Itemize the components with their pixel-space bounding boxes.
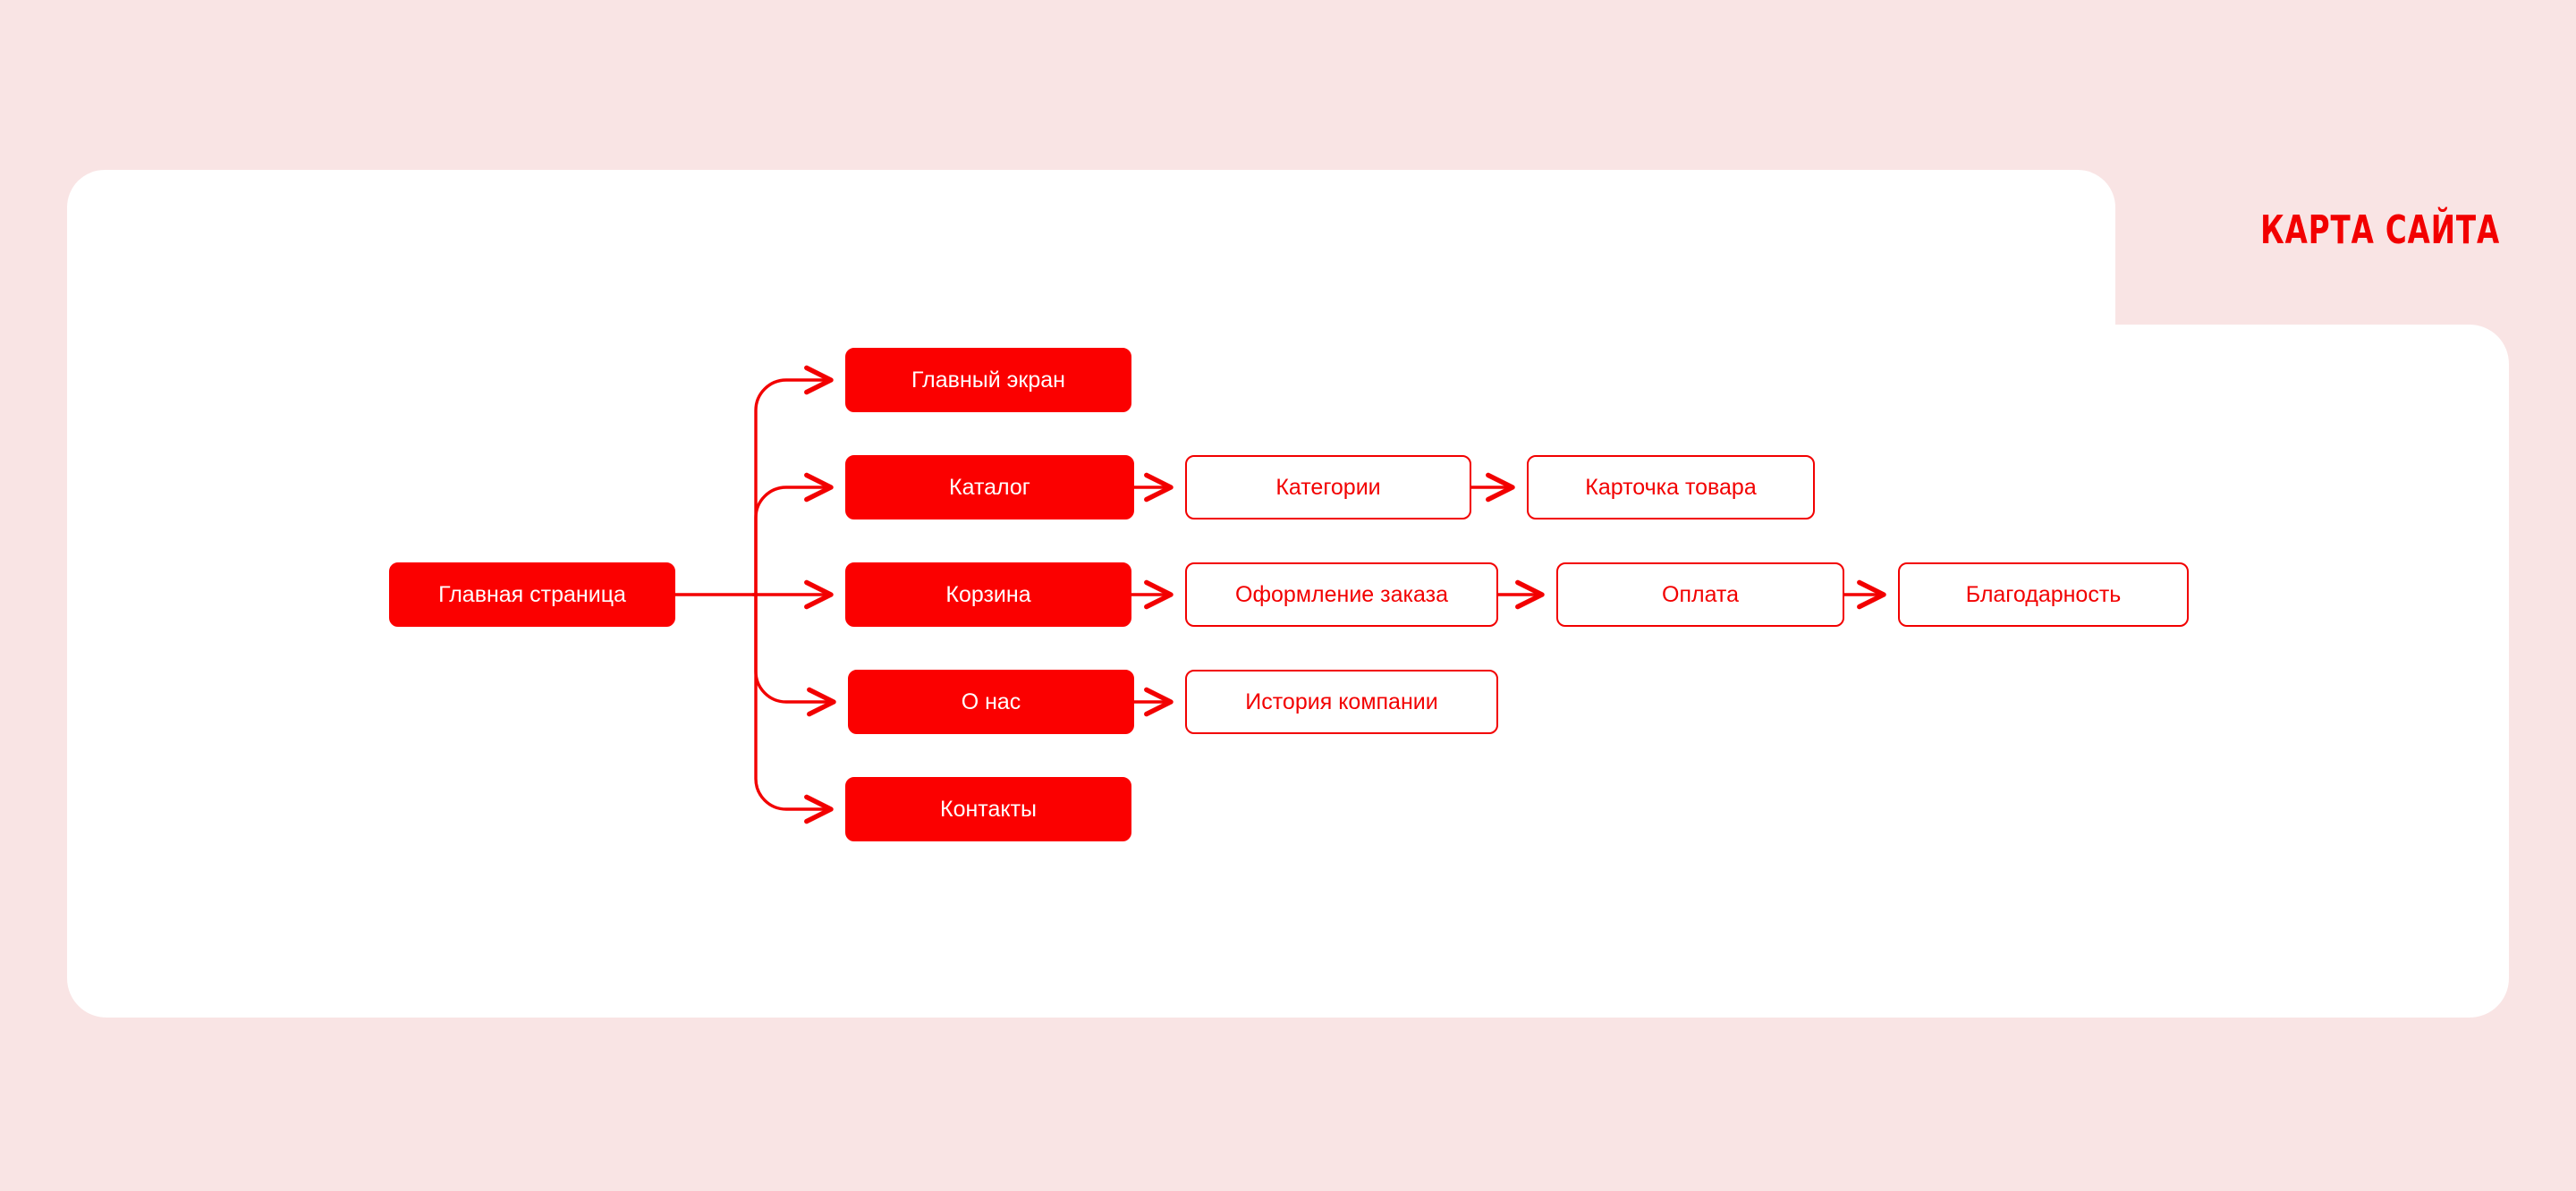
sitemap-child-node-история-компании[interactable]: История компании <box>1185 670 1498 734</box>
sitemap-child-node-благодарность[interactable]: Благодарность <box>1898 562 2189 627</box>
sitemap-branch-node-контакты[interactable]: Контакты <box>845 777 1131 841</box>
connector-root-to-branch-3 <box>754 593 836 717</box>
sitemap-child-node-категории[interactable]: Категории <box>1185 455 1471 519</box>
connector-root-to-branch-0 <box>754 365 834 596</box>
connector-root-to-branch-1 <box>754 472 834 596</box>
page-title: КАРТА САЙТА <box>2260 207 2500 253</box>
sitemap-branch-node-корзина[interactable]: Корзина <box>845 562 1131 627</box>
sitemap-branch-node-главный-экран[interactable]: Главный экран <box>845 348 1131 412</box>
sitemap-branch-node-о-нас[interactable]: О нас <box>848 670 1134 734</box>
sitemap-child-node-оформление-заказа[interactable]: Оформление заказа <box>1185 562 1498 627</box>
sitemap-child-node-оплата[interactable]: Оплата <box>1556 562 1844 627</box>
connector-root-to-branch-4 <box>754 593 834 824</box>
sitemap-root-node[interactable]: Главная страница <box>389 562 675 627</box>
sitemap-child-node-карточка-товара[interactable]: Карточка товара <box>1527 455 1815 519</box>
sitemap-branch-node-каталог[interactable]: Каталог <box>845 455 1134 519</box>
